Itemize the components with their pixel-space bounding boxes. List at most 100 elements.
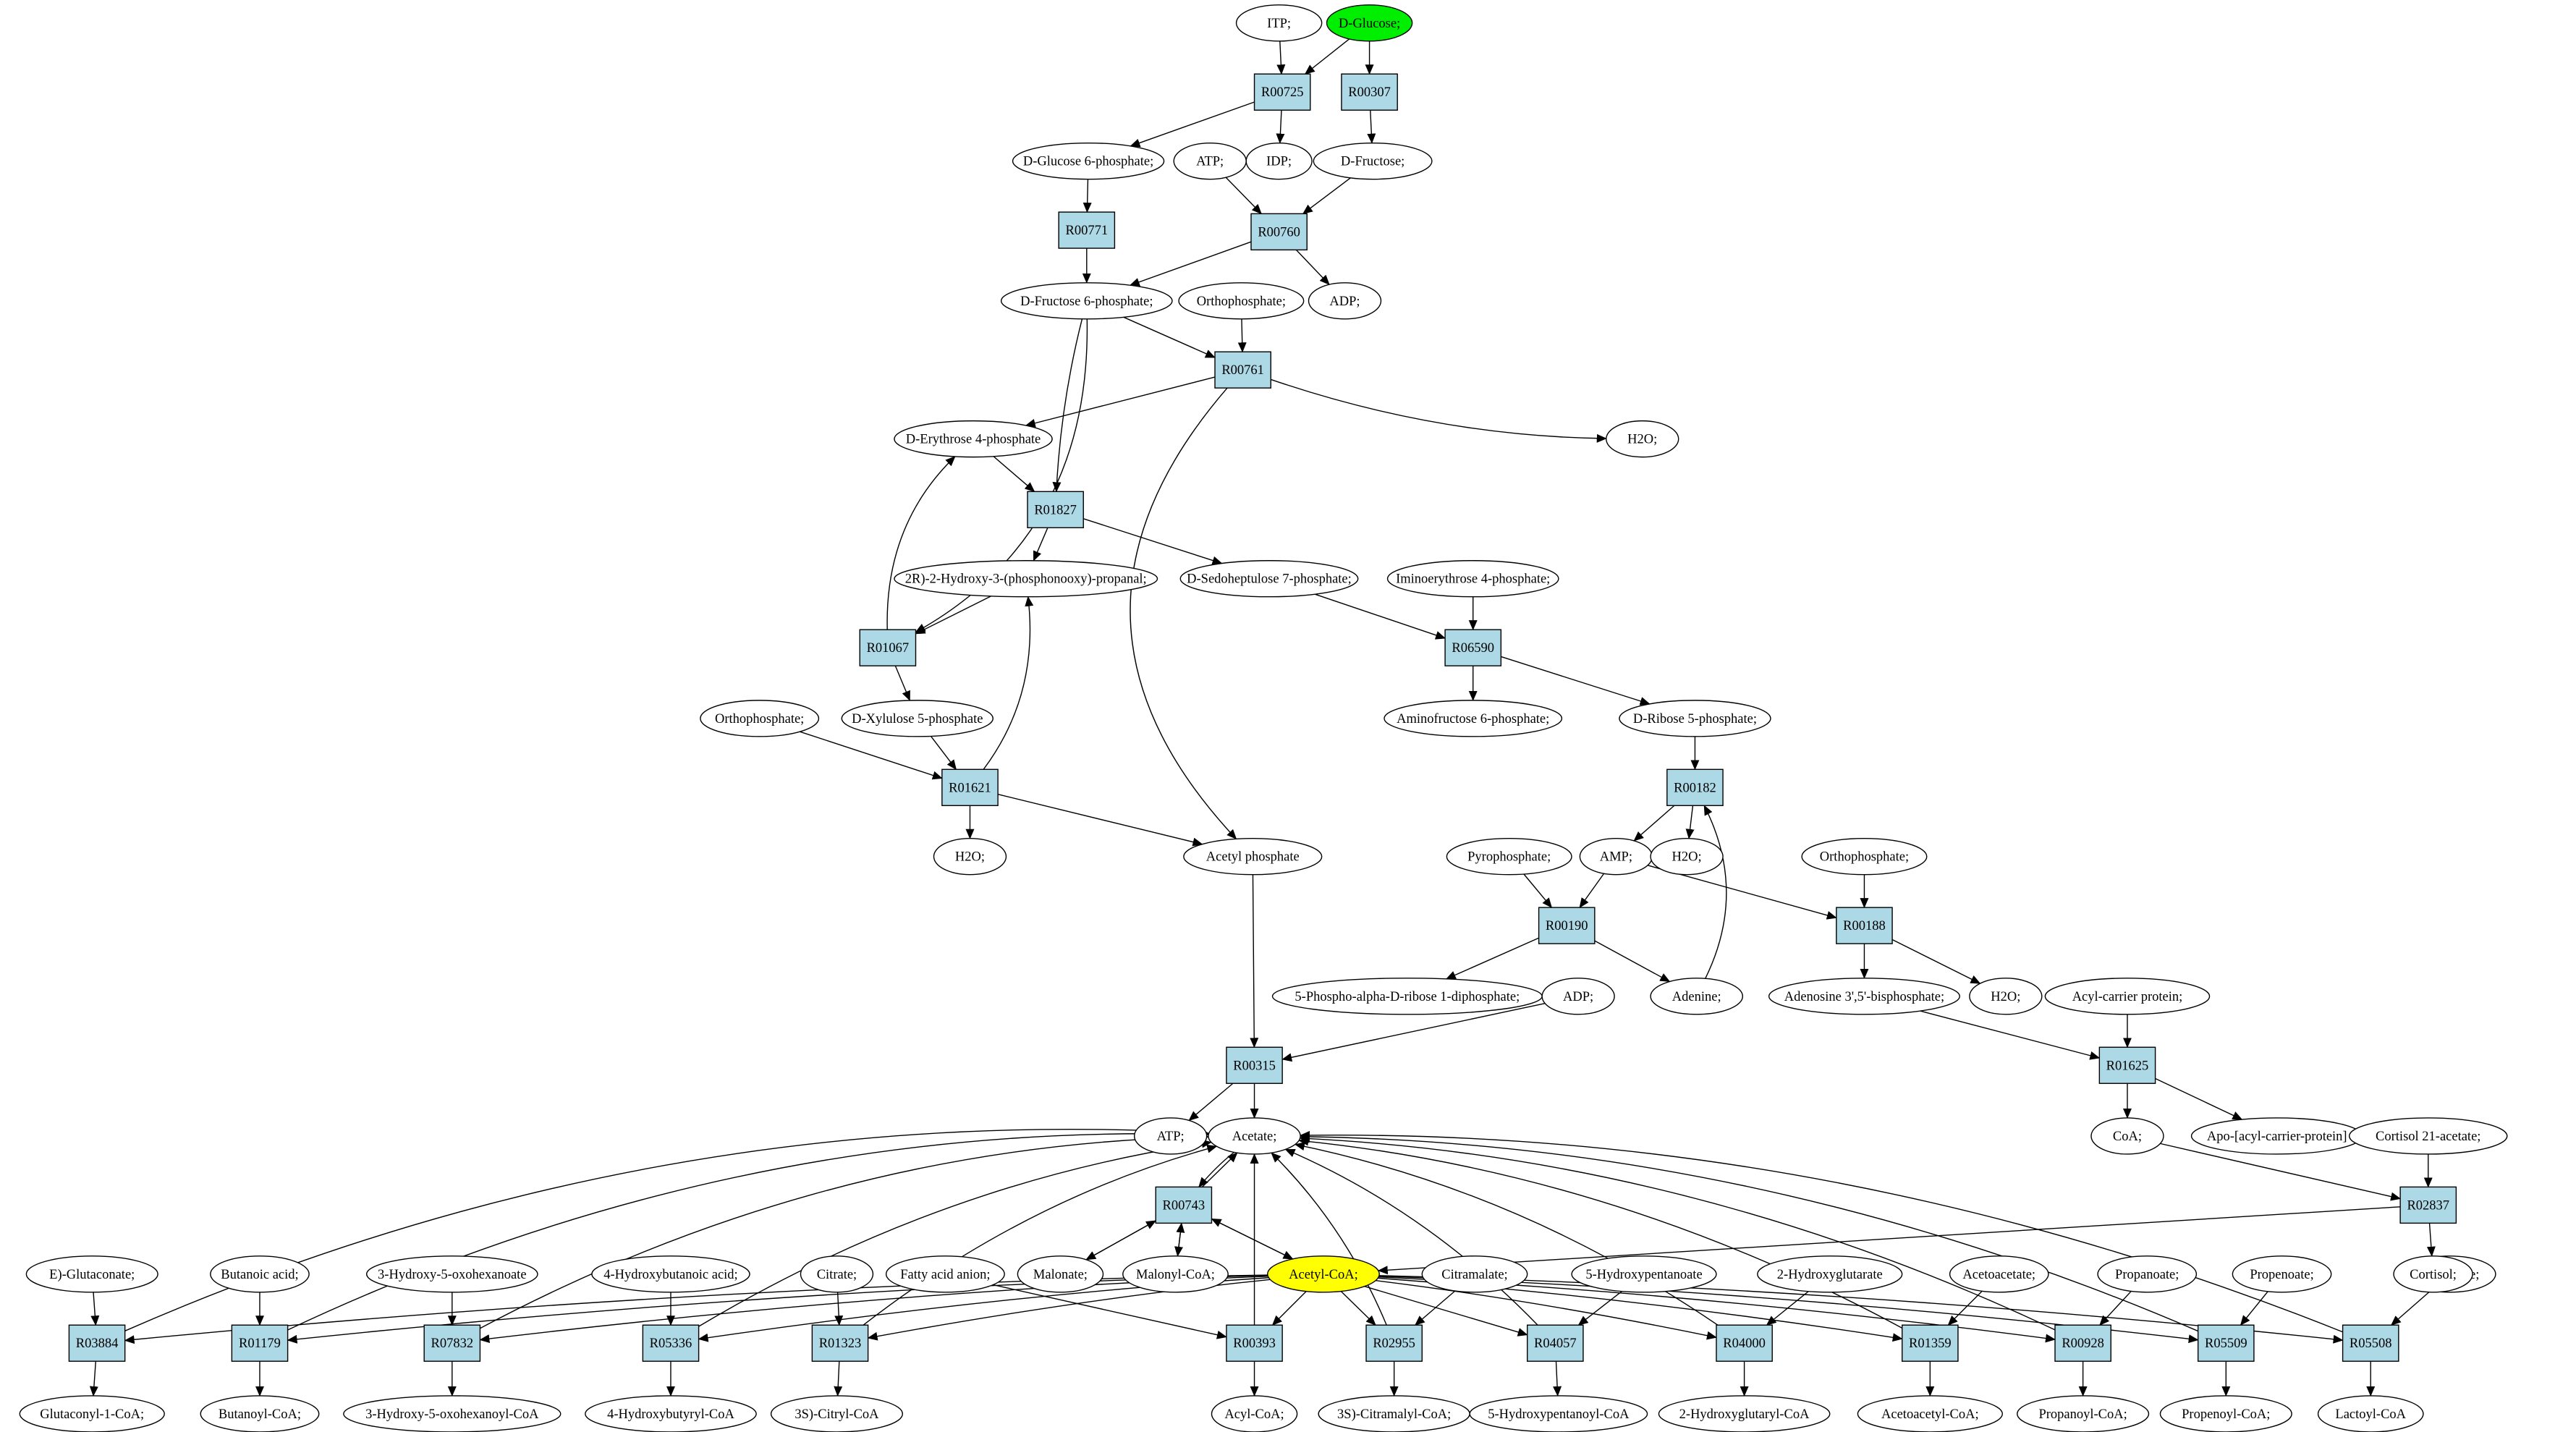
- reaction-node-R00307[interactable]: R00307: [1341, 73, 1398, 111]
- metabolite-node-acylcoa[interactable]: Acyl-CoA;: [1211, 1395, 1298, 1432]
- metabolite-node-hydroxypent[interactable]: 5-Hydroxypentanoate: [1571, 1255, 1717, 1293]
- metabolite-node-hydroxypentcoa[interactable]: 5-Hydroxypentanoyl-CoA: [1469, 1395, 1648, 1432]
- metabolite-node-propanoylcoa[interactable]: Propanoyl-CoA;: [2017, 1395, 2150, 1432]
- metabolite-node-pap[interactable]: Adenosine 3',5'-bisphosphate;: [1768, 978, 1960, 1015]
- metabolite-node-acetoacetate[interactable]: Acetoacetate;: [1949, 1255, 2049, 1293]
- reaction-node-R06590[interactable]: R06590: [1444, 629, 1502, 666]
- reaction-node-R05336[interactable]: R05336: [642, 1324, 700, 1362]
- metabolite-node-aminof6p[interactable]: Aminofructose 6-phosphate;: [1384, 700, 1563, 737]
- reaction-node-R02955[interactable]: R02955: [1365, 1324, 1423, 1362]
- metabolite-node-citrate[interactable]: Citrate;: [800, 1255, 874, 1293]
- metabolite-node-hydroxyglut[interactable]: 2-Hydroxyglutarate: [1757, 1255, 1903, 1293]
- reaction-node-R00743[interactable]: R00743: [1155, 1186, 1213, 1224]
- metabolite-node-glutaconylcoa[interactable]: Glutaconyl-1-CoA;: [19, 1395, 165, 1432]
- metabolite-node-hydroxooxo[interactable]: 3-Hydroxy-5-oxohexanoate: [365, 1255, 538, 1293]
- metabolite-node-e4p[interactable]: D-Erythrose 4-phosphate: [894, 420, 1053, 458]
- metabolite-node-pyrophos[interactable]: Pyrophosphate;: [1446, 838, 1572, 876]
- reaction-node-R05509[interactable]: R05509: [2197, 1324, 2255, 1362]
- reaction-node-R00182[interactable]: R00182: [1666, 768, 1724, 806]
- reaction-node-R01625[interactable]: R01625: [2098, 1046, 2156, 1084]
- metabolite-node-h2o1[interactable]: H2O;: [1606, 420, 1679, 458]
- reaction-node-R01621[interactable]: R01621: [941, 768, 999, 806]
- metabolite-node-adenine[interactable]: Adenine;: [1650, 978, 1744, 1015]
- metabolite-node-coa[interactable]: CoA;: [2090, 1117, 2164, 1155]
- reaction-node-R00928[interactable]: R00928: [2054, 1324, 2111, 1362]
- metabolite-node-hydroxybut[interactable]: 4-Hydroxybutanoic acid;: [591, 1255, 750, 1293]
- metabolite-node-propenoate[interactable]: Propenoate;: [2232, 1255, 2332, 1293]
- metabolite-node-acetoacetylcoa[interactable]: Acetoacetyl-CoA;: [1857, 1395, 2003, 1432]
- metabolite-node-cortac[interactable]: Cortisol 21-acetate;: [2348, 1117, 2508, 1155]
- metabolite-node-propanoate[interactable]: Propanoate;: [2097, 1255, 2198, 1293]
- metabolite-node-r5p[interactable]: D-Ribose 5-phosphate;: [1619, 700, 1771, 737]
- edge-acetylcoa-to-R04000: [1376, 1280, 1717, 1340]
- metabolite-node-amp[interactable]: AMP;: [1579, 838, 1653, 876]
- metabolite-node-glucose[interactable]: D-Glucose;: [1326, 4, 1413, 42]
- reaction-box: [423, 1324, 481, 1362]
- metabolite-node-citrylcoa[interactable]: 3S)-Citryl-CoA: [770, 1395, 904, 1432]
- metabolite-node-g6p[interactable]: D-Glucose 6-phosphate;: [1012, 142, 1165, 180]
- metabolite-node-atp2[interactable]: ATP;: [1133, 1117, 1208, 1155]
- metabolite-node-idp[interactable]: IDP;: [1245, 142, 1313, 180]
- reaction-node-R00188[interactable]: R00188: [1836, 907, 1893, 944]
- metabolite-shape: [365, 1255, 538, 1293]
- reaction-node-R00725[interactable]: R00725: [1253, 73, 1311, 111]
- metabolite-node-acetylp[interactable]: Acetyl phosphate: [1183, 838, 1323, 876]
- metabolite-node-hydroxooxocoa[interactable]: 3-Hydroxy-5-oxohexanoyl-CoA: [343, 1395, 562, 1432]
- metabolite-node-h2o4[interactable]: H2O;: [1969, 978, 2043, 1015]
- metabolite-node-h2o3[interactable]: H2O;: [1650, 838, 1724, 876]
- metabolite-node-acetylcoa[interactable]: Acetyl-CoA;: [1267, 1255, 1380, 1293]
- metabolite-label: Iminoerythrose 4-phosphate;: [1396, 572, 1550, 587]
- metabolite-node-prpp[interactable]: 5-Phospho-alpha-D-ribose 1-diphosphate;: [1271, 978, 1543, 1015]
- metabolite-node-fattyacid[interactable]: Fatty acid anion;: [885, 1255, 1005, 1293]
- metabolite-node-adp1[interactable]: ADP;: [1308, 282, 1382, 320]
- reaction-node-R00771[interactable]: R00771: [1058, 211, 1116, 249]
- metabolite-node-acp[interactable]: Acyl-carrier protein;: [2044, 978, 2211, 1015]
- reaction-node-R01827[interactable]: R01827: [1027, 491, 1084, 529]
- reaction-node-R00315[interactable]: R00315: [1226, 1046, 1283, 1084]
- reaction-node-R02837[interactable]: R02837: [2399, 1186, 2457, 1224]
- metabolite-node-x5p[interactable]: D-Xylulose 5-phosphate: [841, 700, 993, 737]
- metabolite-node-citramalate[interactable]: Citramalate;: [1421, 1255, 1528, 1293]
- reaction-node-R07832[interactable]: R07832: [423, 1324, 481, 1362]
- metabolite-node-iminoe4p[interactable]: Iminoerythrose 4-phosphate;: [1386, 560, 1559, 598]
- metabolite-node-g3p[interactable]: 2R)-2-Hydroxy-3-(phosphonooxy)-propanal;: [894, 560, 1158, 598]
- metabolite-node-glutaconate[interactable]: E)-Glutaconate;: [25, 1255, 158, 1293]
- metabolite-node-s7p[interactable]: D-Sedoheptulose 7-phosphate;: [1179, 560, 1359, 598]
- metabolite-node-malonate[interactable]: Malonate;: [1017, 1255, 1104, 1293]
- reaction-box: [68, 1324, 126, 1362]
- metabolite-node-adp2[interactable]: ADP;: [1541, 978, 1615, 1015]
- metabolite-node-cortisol[interactable]: Cortisol;: [2393, 1255, 2473, 1293]
- reaction-node-R04057[interactable]: R04057: [1526, 1324, 1584, 1362]
- metabolite-label: 2-Hydroxyglutarate: [1777, 1268, 1883, 1282]
- reaction-node-R00760[interactable]: R00760: [1250, 213, 1308, 251]
- metabolite-node-f6p[interactable]: D-Fructose 6-phosphate;: [1000, 282, 1173, 320]
- metabolite-node-butanoylcoa[interactable]: Butanoyl-CoA;: [200, 1395, 320, 1432]
- edge-malonate-to-R00743: [1085, 1220, 1157, 1261]
- metabolite-node-hydroxyglutcoa[interactable]: 2-Hydroxyglutaryl-CoA: [1658, 1395, 1831, 1432]
- reaction-node-R01179[interactable]: R01179: [231, 1324, 289, 1362]
- metabolite-node-hydroxybutcoa[interactable]: 4-Hydroxybutyryl-CoA: [585, 1395, 757, 1432]
- metabolite-node-propenoylcoa[interactable]: Propenoyl-CoA;: [2159, 1395, 2292, 1432]
- reaction-node-R05508[interactable]: R05508: [2342, 1324, 2399, 1362]
- metabolite-node-malonylcoa[interactable]: Malonyl-CoA;: [1122, 1255, 1229, 1293]
- metabolite-node-acetate[interactable]: Acetate;: [1208, 1117, 1301, 1155]
- metabolite-node-atp1[interactable]: ATP;: [1173, 142, 1247, 180]
- metabolite-node-fructose[interactable]: D-Fructose;: [1313, 142, 1433, 180]
- reaction-node-R01359[interactable]: R01359: [1902, 1324, 1959, 1362]
- metabolite-node-ortho1[interactable]: Orthophosphate;: [1178, 282, 1305, 320]
- metabolite-node-ortho3[interactable]: Orthophosphate;: [1801, 838, 1928, 876]
- metabolite-node-apoacp[interactable]: Apo-[acyl-carrier-protein]: [2190, 1117, 2363, 1155]
- metabolite-node-lactoylcoa[interactable]: Lactoyl-CoA: [2317, 1395, 2424, 1432]
- reaction-node-R01067[interactable]: R01067: [859, 629, 917, 666]
- reaction-node-R04000[interactable]: R04000: [1716, 1324, 1773, 1362]
- reaction-node-R00190[interactable]: R00190: [1538, 907, 1596, 944]
- metabolite-node-h2o2[interactable]: H2O;: [933, 838, 1007, 876]
- reaction-node-R01323[interactable]: R01323: [811, 1324, 869, 1362]
- metabolite-node-ortho2[interactable]: Orthophosphate;: [700, 700, 820, 737]
- reaction-node-R03884[interactable]: R03884: [68, 1324, 126, 1362]
- reaction-node-R00393[interactable]: R00393: [1226, 1324, 1283, 1362]
- metabolite-node-itp[interactable]: ITP;: [1235, 4, 1323, 42]
- reaction-node-R00761[interactable]: R00761: [1214, 351, 1271, 389]
- metabolite-node-citramalylcoa[interactable]: 3S)-Citramalyl-CoA;: [1318, 1395, 1470, 1432]
- metabolite-node-butanoic[interactable]: Butanoic acid;: [210, 1255, 310, 1293]
